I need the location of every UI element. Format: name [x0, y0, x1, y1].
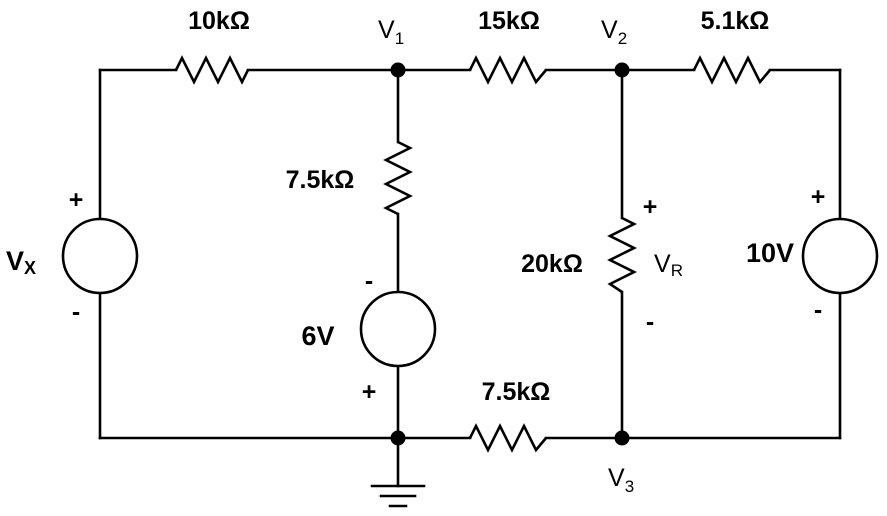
label-7-5k-vertical: 7.5kΩ [286, 166, 355, 194]
label-node-v1: V1 [378, 16, 404, 48]
vx-minus-sign: - [72, 298, 80, 326]
resistor-7-5k-bottom [468, 423, 547, 453]
node-v3-dot [614, 430, 630, 446]
node-v2-dot [614, 62, 630, 78]
vr-plus-sign: + [643, 193, 658, 221]
label-7-5k-bottom: 7.5kΩ [482, 378, 551, 406]
label-5-1k: 5.1kΩ [701, 7, 770, 35]
node-v2-name: V [601, 16, 618, 44]
node-ground-junction-dot [390, 430, 406, 446]
label-node-v3: V3 [608, 464, 634, 496]
resistor-7-5k-vertical [383, 140, 413, 216]
v6-plus-sign: + [362, 378, 377, 406]
voltage-source-6v [359, 290, 437, 368]
wires [98, 68, 842, 488]
voltage-source-10v [801, 217, 879, 295]
resistor-15k [468, 55, 547, 85]
label-node-v2: V2 [601, 16, 627, 48]
v10-plus-sign: + [811, 183, 826, 211]
resistor-5-1k [692, 55, 771, 85]
voltage-source-vx [61, 217, 139, 295]
resistor-20k [607, 216, 637, 294]
label-6v: 6V [301, 321, 334, 351]
vx-name: V [6, 246, 24, 276]
vx-subscript: X [24, 258, 36, 278]
vr-subscript: R [671, 261, 683, 280]
label-15k: 15kΩ [478, 7, 540, 35]
vr-minus-sign: - [646, 308, 654, 336]
ground-symbol [370, 484, 426, 508]
vx-plus-sign: + [69, 186, 84, 214]
node-v3-name: V [608, 464, 625, 492]
node-v2-subscript: 2 [618, 29, 627, 48]
label-vr: VR [654, 250, 683, 280]
node-v1-subscript: 1 [395, 29, 404, 48]
label-vx: VX [6, 246, 36, 278]
v10-minus-sign: - [814, 296, 822, 324]
resistor-10k [174, 55, 250, 85]
label-10k: 10kΩ [188, 7, 250, 35]
vr-name: V [654, 250, 671, 278]
label-20k: 20kΩ [521, 250, 583, 278]
node-v1-name: V [378, 16, 395, 44]
label-10v: 10V [746, 238, 794, 268]
node-v3-subscript: 3 [625, 477, 634, 496]
node-v1-dot [390, 62, 406, 78]
v6-minus-sign: - [365, 267, 373, 295]
